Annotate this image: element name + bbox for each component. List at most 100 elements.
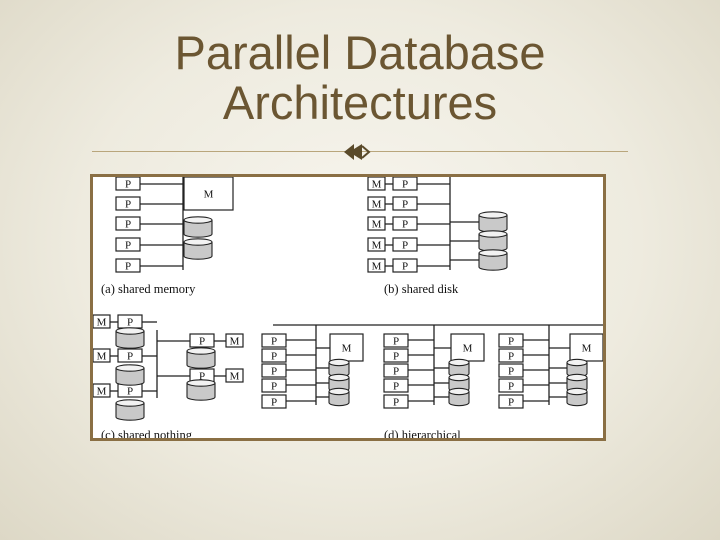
processor: P: [383, 333, 409, 348]
processor: P: [261, 333, 287, 348]
processor-label: P: [402, 240, 408, 252]
caption-shared-disk: (b) shared disk: [384, 282, 459, 296]
processor-label: P: [271, 381, 277, 393]
processor-label: P: [125, 179, 131, 191]
processor: P: [498, 363, 524, 378]
memory-module-box: [225, 333, 244, 348]
processor: P: [115, 258, 141, 273]
disk-body: [183, 220, 213, 238]
memory-module: M: [225, 368, 244, 383]
shared-memory-label: M: [342, 343, 352, 355]
memory-module: M: [225, 333, 244, 348]
disk: [478, 249, 508, 271]
fleuron-bullet-icon: [344, 144, 371, 160]
shared-memory-label: M: [582, 343, 592, 355]
disk-top: [478, 249, 508, 257]
processor-label: P: [508, 366, 514, 378]
disk-top: [115, 364, 145, 372]
disk: [478, 211, 508, 233]
processor-label: P: [393, 336, 399, 348]
processor-label: P: [125, 199, 131, 211]
disk-body: [478, 253, 508, 271]
processor: P: [498, 394, 524, 409]
processor: P: [261, 348, 287, 363]
processor-label: P: [271, 397, 277, 409]
processor: P: [383, 348, 409, 363]
disk: [566, 387, 588, 407]
memory-module-label: M: [372, 261, 382, 273]
processor: P: [261, 363, 287, 378]
disk: [566, 358, 588, 378]
memory-module-label: M: [372, 199, 382, 211]
disk-body: [115, 368, 145, 386]
memory-module-label: M: [230, 371, 240, 383]
shared-memory: M: [329, 333, 364, 362]
processor-label: P: [508, 351, 514, 363]
disk-top: [186, 347, 216, 355]
processor: P: [392, 258, 418, 273]
processor-label: P: [402, 199, 408, 211]
processor: P: [383, 363, 409, 378]
processor-label: P: [508, 381, 514, 393]
processor: P: [189, 333, 215, 348]
disk: [183, 238, 213, 260]
shared-memory-label: M: [204, 189, 214, 201]
disk: [186, 379, 216, 401]
disk-top: [115, 327, 145, 335]
processor: P: [392, 196, 418, 211]
disk: [328, 373, 350, 393]
memory-module: M: [367, 177, 386, 191]
memory-module: M: [367, 216, 386, 231]
title-line-2: Architectures: [222, 76, 498, 129]
disk: [115, 364, 145, 386]
memory-module-label: M: [97, 317, 107, 329]
disk: [183, 216, 213, 238]
processor: P: [498, 348, 524, 363]
processor-label: P: [127, 386, 133, 398]
processor: P: [392, 177, 418, 191]
processor-label: P: [199, 336, 205, 348]
disk-body: [566, 391, 588, 407]
disk-top: [478, 230, 508, 238]
processor-label: P: [508, 336, 514, 348]
disk-body: [183, 242, 213, 260]
processor-label: P: [127, 351, 133, 363]
memory-module: M: [93, 348, 111, 363]
disk-top: [566, 387, 588, 396]
processor: P: [261, 378, 287, 393]
processor-label: P: [271, 366, 277, 378]
shared-memory: M: [569, 333, 603, 362]
disk-body: [186, 383, 216, 401]
disk-top: [478, 211, 508, 219]
disk-body: [328, 391, 350, 407]
processor-label: P: [393, 366, 399, 378]
disk: [115, 399, 145, 421]
shared-memory: M: [450, 333, 485, 362]
disk-top: [183, 216, 213, 224]
caption-shared-memory: (a) shared memory: [101, 282, 196, 296]
disk-top: [328, 373, 350, 382]
processor-label: P: [125, 219, 131, 231]
processor-label: P: [393, 381, 399, 393]
disk-top: [115, 399, 145, 407]
processor-label: P: [199, 371, 205, 383]
caption-shared-nothing: (c) shared nothing: [101, 428, 193, 438]
disk-top: [186, 379, 216, 387]
processor-label: P: [271, 336, 277, 348]
disk-top: [328, 387, 350, 396]
processor: P: [261, 394, 287, 409]
memory-module: M: [93, 383, 111, 398]
processor-label: P: [393, 351, 399, 363]
disk-top: [448, 358, 470, 367]
processor: P: [383, 378, 409, 393]
shared-memory-label: M: [463, 343, 473, 355]
memory-module: M: [367, 196, 386, 211]
memory-module-label: M: [372, 179, 382, 191]
processor-label: P: [393, 397, 399, 409]
processor: P: [115, 216, 141, 231]
processor: P: [392, 237, 418, 252]
disk: [448, 387, 470, 407]
processor: P: [383, 394, 409, 409]
disk-top: [448, 373, 470, 382]
disk: [328, 387, 350, 407]
